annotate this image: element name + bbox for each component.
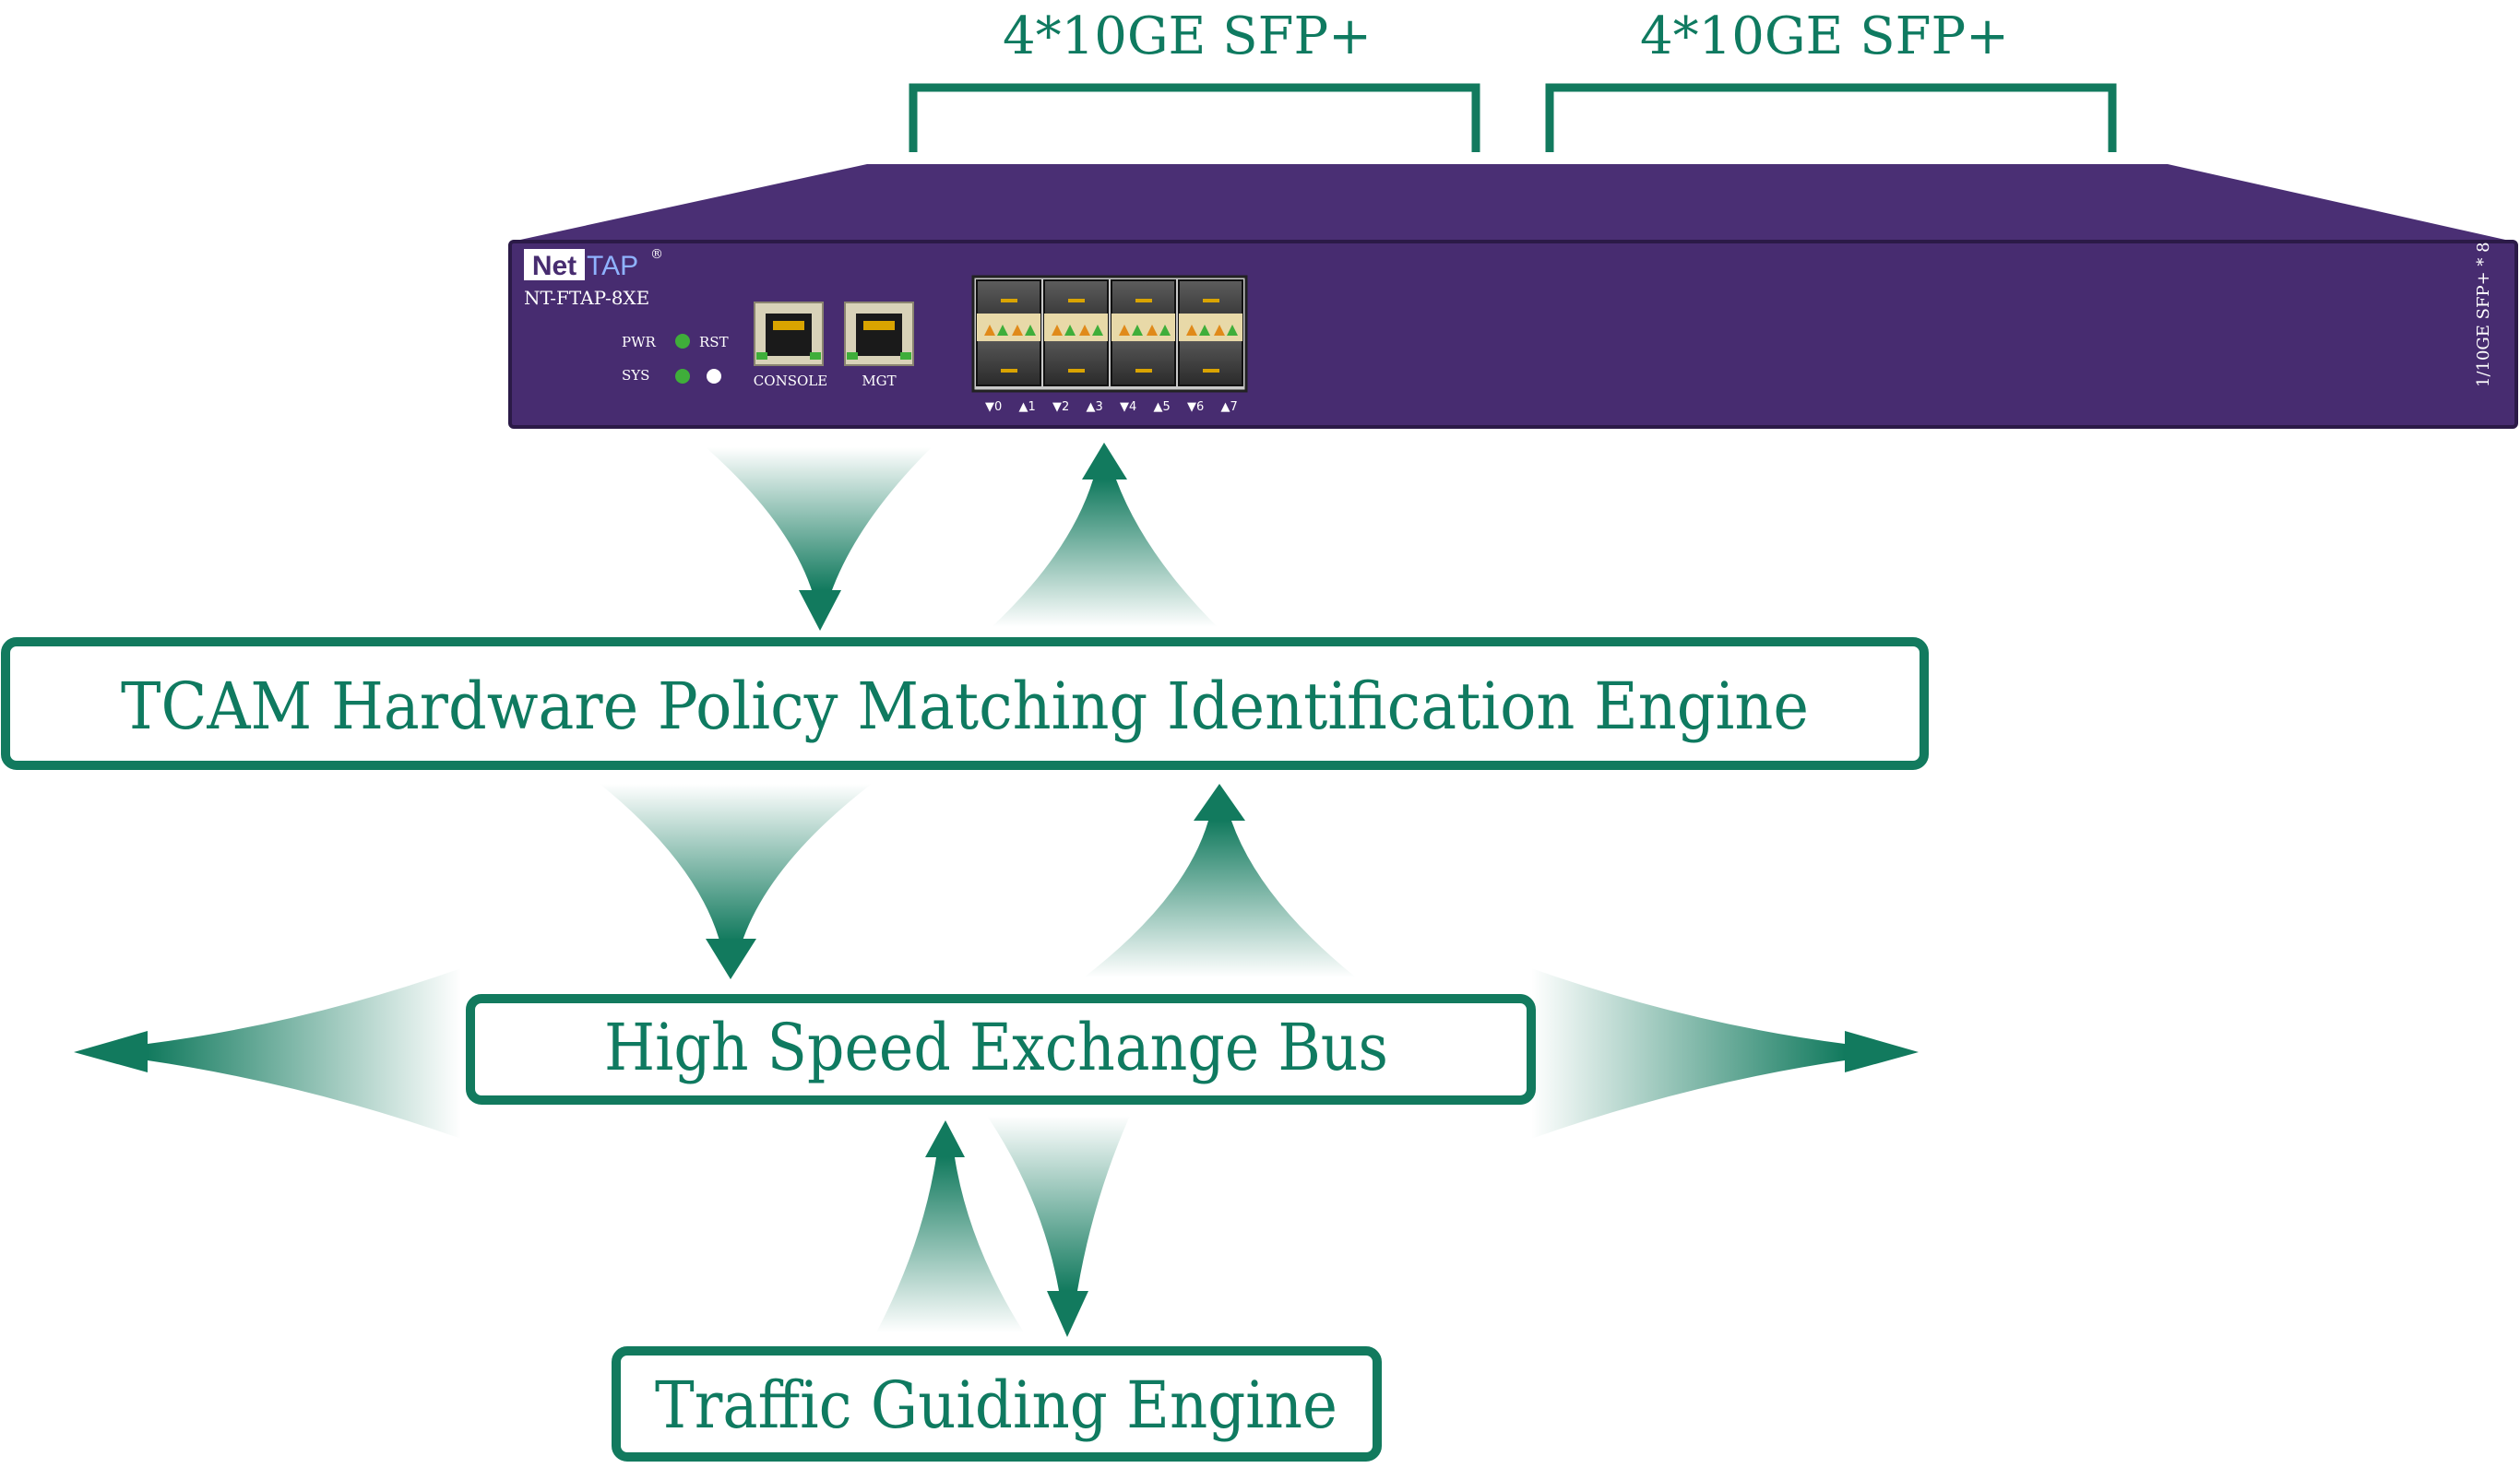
sfp-port-number: ▲7 xyxy=(1221,400,1238,414)
sfp-led-icon xyxy=(1064,325,1076,336)
mgt-port-label: MGT xyxy=(862,373,896,389)
pwr-led xyxy=(675,334,690,349)
bracket-label-right: 4*10GE SFP+ xyxy=(1640,6,2009,66)
sfp-led-icon xyxy=(1052,325,1063,336)
nettap-logo: Net TAP ® xyxy=(524,247,663,281)
sfp-led-icon xyxy=(1214,325,1225,336)
sfp-led-icon xyxy=(1147,325,1158,336)
tcam-engine-box: TCAM Hardware Policy Matching Identifica… xyxy=(1,637,1929,770)
svg-text:TAP: TAP xyxy=(587,251,638,281)
sfp-bracket-right: 4*10GE SFP+ xyxy=(1545,6,2117,152)
sfp-port-number: ▲5 xyxy=(1154,400,1171,414)
sfp-port-cage xyxy=(971,275,1248,393)
sfp-led-icon xyxy=(1012,325,1023,336)
model-label: NT-FTAP-8XE xyxy=(524,287,649,309)
sfp-led-icon xyxy=(997,325,1008,336)
sys-led xyxy=(675,369,690,384)
traffic-engine-label: Traffic Guiding Engine xyxy=(655,1367,1337,1443)
exchange-bus-box: High Speed Exchange Bus xyxy=(466,994,1536,1105)
sfp-led-icon xyxy=(1025,325,1036,336)
sfp-led-icon xyxy=(1119,325,1130,336)
bracket-label-left: 4*10GE SFP+ xyxy=(1003,6,1372,66)
traffic-engine-box: Traffic Guiding Engine xyxy=(612,1346,1382,1462)
arrow-bus-to-traffic xyxy=(987,1116,1130,1337)
arrow-device-to-tcam xyxy=(706,447,932,631)
arrow-tcam-to-bus xyxy=(600,784,872,979)
chassis-top xyxy=(512,164,2514,242)
arrow-tcam-to-device xyxy=(992,443,1218,627)
console-port-label: CONSOLE xyxy=(754,373,827,389)
sfp-port-number: ▼4 xyxy=(1120,400,1136,414)
led-label-sys: SYS xyxy=(622,367,649,384)
sfp-led-icon xyxy=(1199,325,1210,336)
arrow-bus-right xyxy=(1531,968,1919,1139)
network-tap-device: Net TAP ® NT-FTAP-8XE PWR RST SYS CONSOL… xyxy=(508,164,2518,429)
sfp-led-icon xyxy=(1227,325,1238,336)
led-label-pwr: PWR xyxy=(622,334,657,350)
sfp-led-icon xyxy=(984,325,995,336)
status-leds: PWR RST SYS xyxy=(622,334,729,384)
console-port: CONSOLE xyxy=(754,302,827,389)
sfp-led-icon xyxy=(1186,325,1197,336)
sfp-port-numbers: ▼0 ▲1 ▼2 ▲3 ▼4 ▲5 ▼6 ▲7 xyxy=(985,400,1238,414)
arrow-bus-left xyxy=(74,968,461,1139)
exchange-bus-label: High Speed Exchange Bus xyxy=(604,1010,1388,1085)
sfp-port-3 xyxy=(1043,333,1109,386)
svg-text:Net: Net xyxy=(532,251,577,281)
side-label: 1/10GE SFP+ * 8 xyxy=(2474,242,2493,387)
led-label-rst: RST xyxy=(699,334,729,350)
sfp-led-icon xyxy=(1132,325,1143,336)
sfp-port-number: ▲1 xyxy=(1019,400,1036,414)
tcam-engine-label: TCAM Hardware Policy Matching Identifica… xyxy=(121,669,1809,744)
sfp-port-number: ▼0 xyxy=(985,400,1002,414)
reset-button xyxy=(707,369,721,384)
sfp-port-number: ▼6 xyxy=(1187,400,1204,414)
arrow-traffic-to-bus xyxy=(876,1120,1024,1332)
sfp-port-number: ▼2 xyxy=(1052,400,1069,414)
svg-text:®: ® xyxy=(650,247,663,262)
sfp-bracket-left: 4*10GE SFP+ xyxy=(909,6,1480,152)
mgt-port: MGT xyxy=(844,302,914,389)
sfp-port-5 xyxy=(1111,333,1176,386)
arrow-bus-to-tcam xyxy=(1084,784,1356,977)
sfp-led-icon xyxy=(1092,325,1103,336)
sfp-port-number: ▲3 xyxy=(1087,400,1103,414)
sfp-led-icon xyxy=(1079,325,1090,336)
sfp-led-icon xyxy=(1159,325,1171,336)
sfp-port-1 xyxy=(976,333,1041,386)
sfp-port-7 xyxy=(1178,333,1243,386)
